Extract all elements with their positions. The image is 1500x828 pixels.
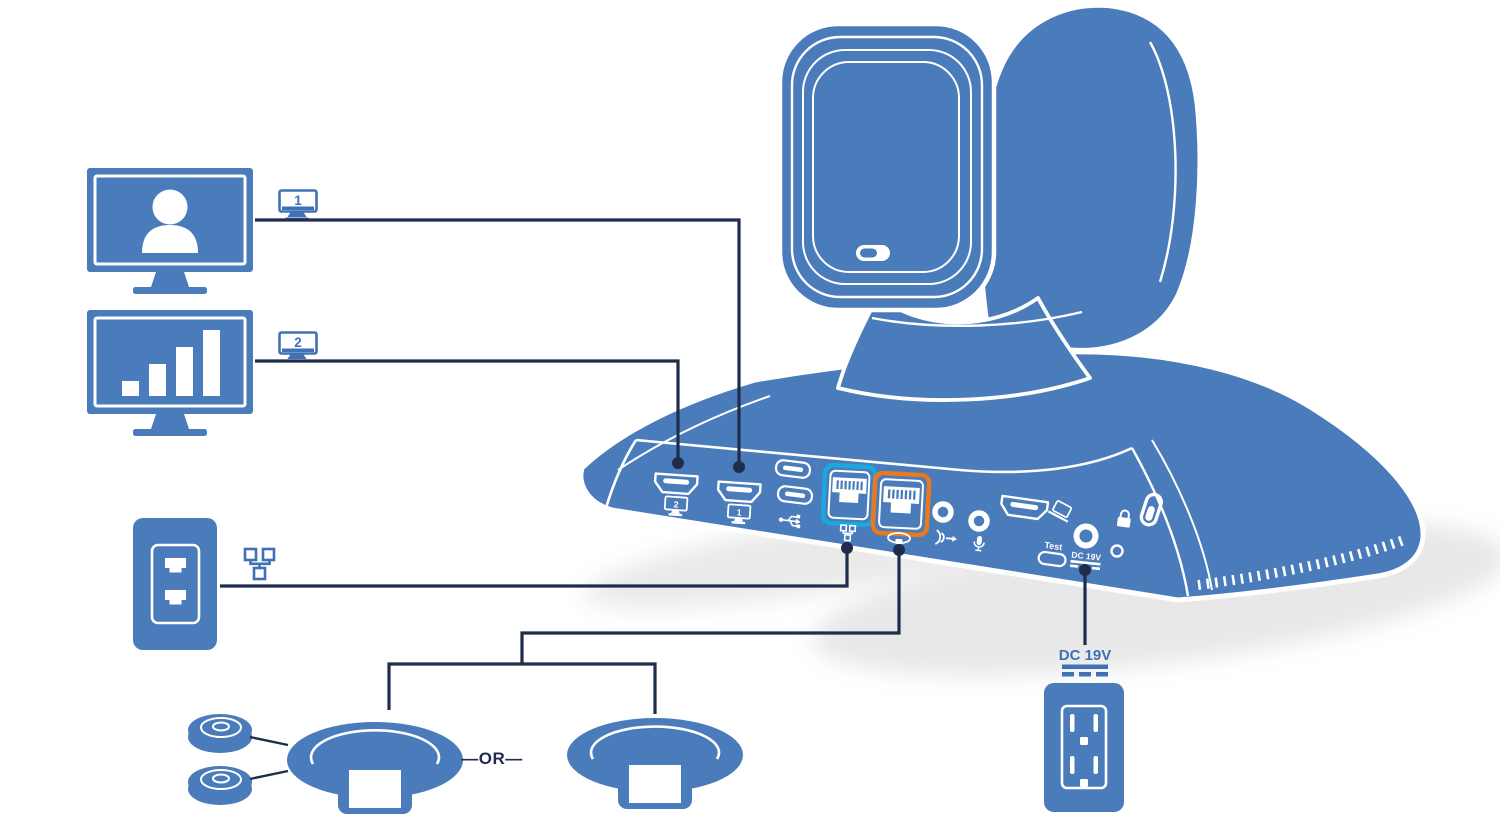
- lock-icon: [1116, 509, 1131, 528]
- mic-cable-branches: [387, 662, 657, 714]
- usb-ports: [774, 459, 814, 505]
- display-1-badge: 1: [278, 189, 318, 221]
- display-2-stand: [151, 414, 189, 429]
- outlet-socket-top: [1070, 714, 1098, 745]
- base-skirt-contour: [871, 310, 1083, 328]
- display-2-badge: 2: [278, 331, 318, 363]
- camera-lens-barrel: [977, 3, 1202, 353]
- camera-base: [836, 294, 1092, 402]
- right-seam-outer: [1130, 447, 1190, 597]
- mic-pod-icon: [887, 532, 911, 545]
- head-pill-detail: [856, 245, 890, 261]
- power-outlet: DC 19V: [1044, 647, 1124, 812]
- mic-cable-trunk: [520, 550, 901, 664]
- puck-2-link-line: [249, 769, 289, 781]
- hdmi-out-2-label: 2: [673, 499, 679, 509]
- usb-icon: [778, 514, 801, 529]
- left-endcap-seam: [604, 439, 638, 509]
- body-top-contour: [617, 395, 771, 471]
- mic-in-jack: [968, 510, 990, 532]
- satellite-mic-puck-2: [188, 766, 252, 805]
- microphone-icon: [973, 536, 985, 552]
- dc-outlet-label: DC 19V: [1059, 647, 1112, 664]
- or-label: —OR—: [461, 749, 523, 768]
- rj45-wall-jack: [165, 590, 186, 605]
- display-2-cable: [255, 359, 680, 462]
- pod-connector-slot: [625, 761, 685, 807]
- dc-power-jack: [1073, 523, 1099, 549]
- camera-head: [777, 21, 997, 313]
- puck-1-link-line: [249, 735, 289, 747]
- display-2: [87, 310, 253, 436]
- cable-slot: [1139, 492, 1163, 527]
- ethernet-wall-plate: [133, 518, 217, 650]
- person-icon: [142, 189, 198, 253]
- micro-usb-port: [1037, 550, 1067, 568]
- satellite-mic-puck-1: [188, 714, 252, 753]
- reset-hole: [1110, 544, 1124, 558]
- test-port-label: Test: [1044, 540, 1063, 552]
- device-body: [578, 349, 1426, 603]
- barrel-contour: [1148, 41, 1177, 283]
- line-out-jack: [932, 501, 954, 523]
- speaker-icon: [934, 529, 957, 545]
- network-icon: [839, 524, 857, 542]
- dc-symbol: [1062, 664, 1108, 677]
- rj45-wall-jack: [165, 558, 186, 573]
- table-mic-pod-left: [287, 722, 463, 814]
- hdmi-in-port: [1000, 494, 1050, 521]
- pod-connector-slot: [345, 766, 405, 812]
- outlet-socket-bottom: [1070, 756, 1098, 787]
- mic-port-highlight: [870, 470, 932, 538]
- table-mic-pod-right: [567, 718, 743, 809]
- hdmi-out-1-port: [716, 480, 762, 504]
- monitor-icon-2: 2: [663, 495, 689, 517]
- monitor-icon-1: 1: [726, 503, 752, 525]
- rj45-teeth: [836, 480, 863, 491]
- vent-strip: [1197, 535, 1406, 590]
- connector-lines: [220, 218, 1091, 714]
- svg-text:DC 19V: DC 19V: [1071, 549, 1102, 562]
- rj45-teeth: [887, 489, 916, 500]
- bar-chart-icon: [122, 330, 220, 396]
- mic-port: [870, 470, 932, 538]
- test-port: Test: [1037, 540, 1067, 568]
- display-1-badge-label: 1: [294, 193, 302, 208]
- network-cable: [220, 548, 849, 588]
- lan-wall-icon: [243, 547, 276, 581]
- right-seam-inner: [1151, 439, 1213, 591]
- hdmi-out-2-port: [653, 472, 699, 496]
- port-face-top-seam: [635, 438, 1133, 474]
- display-1-stand: [151, 272, 189, 287]
- laptop-icon: [1047, 500, 1073, 523]
- hdmi-out-1-label: 1: [736, 507, 742, 517]
- display-1: [87, 168, 253, 294]
- display-2-badge-label: 2: [294, 335, 302, 350]
- display-1-cable: [255, 218, 741, 466]
